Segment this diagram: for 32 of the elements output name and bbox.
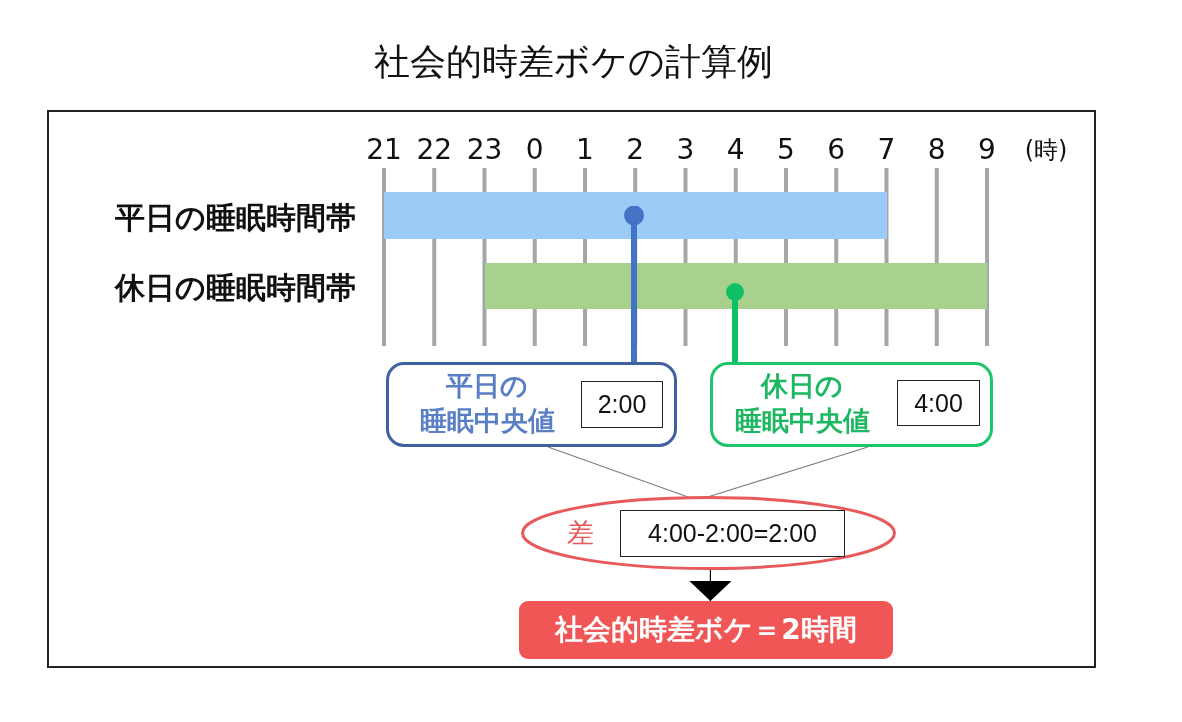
tick-label: 4 [726, 133, 745, 167]
tick-label: 5 [777, 133, 795, 167]
unit-label: (時) [1024, 135, 1068, 165]
tick-label: 21 [366, 133, 402, 167]
tick-label: 2 [626, 133, 645, 167]
sleep-bar [485, 263, 987, 309]
row-label: 平日の睡眠時間帯 [115, 199, 356, 237]
tick-label: 8 [927, 133, 946, 167]
oval-label: 差 [566, 516, 594, 550]
difference-oval [521, 496, 896, 570]
box-heading: 平日の睡眠中央値 [419, 369, 555, 438]
value-box: 4:00-2:00=2:00 [620, 510, 845, 557]
tick-label: 9 [978, 133, 996, 167]
result-banner: 社会的時差ボケ＝2時間 [519, 601, 893, 659]
sleep-bar [384, 192, 887, 239]
median-box [386, 362, 677, 447]
leader-line [726, 283, 744, 362]
arrow [689, 567, 732, 602]
row-label: 休日の睡眠時間帯 [115, 269, 356, 307]
tick-label: 22 [416, 133, 453, 167]
median-box [710, 362, 993, 447]
tick-label: 3 [676, 133, 695, 167]
tick-label: 7 [877, 133, 896, 167]
tick-label: 6 [827, 133, 846, 167]
tick-label: 0 [525, 133, 544, 167]
value-box: 2:00 [581, 381, 663, 428]
tick-label: 23 [466, 133, 503, 167]
leader-line [624, 205, 644, 362]
title: 社会的時差ボケの計算例 [373, 40, 773, 84]
box-heading: 休日の睡眠中央値 [734, 369, 870, 438]
value-box: 4:00 [897, 380, 980, 426]
tick-label: 1 [576, 133, 594, 167]
